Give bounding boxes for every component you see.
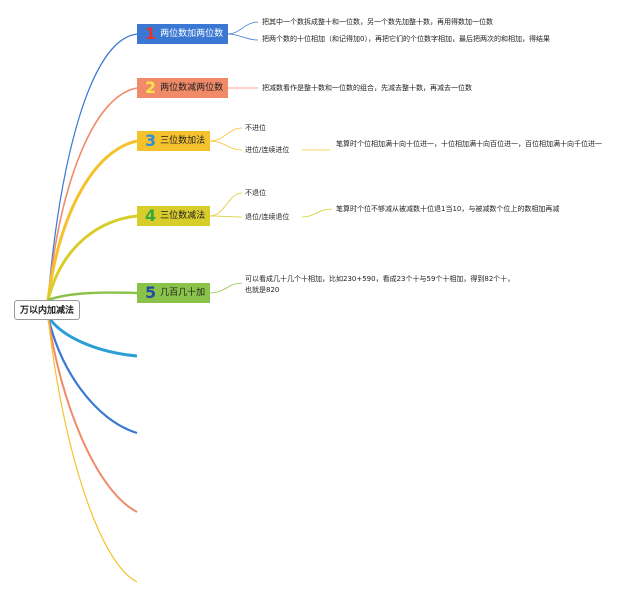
topic-1[interactable]: 1 两位数加两位数 bbox=[137, 24, 228, 44]
connector-1a bbox=[227, 21, 259, 35]
connector-3b bbox=[209, 140, 243, 151]
connector-4c bbox=[301, 208, 333, 218]
topic-2-title: 两位数减两位数 bbox=[160, 83, 224, 93]
topic-2-note-1: 把减数看作是整十数和一位数的组合，先减去整十数，再减去一位数 bbox=[262, 84, 472, 92]
topic-4-sub-2: 退位/连续退位 bbox=[245, 213, 290, 221]
topic-5-note-1: 可以看成几十几个十相加，比如230+590，看成23个十与59个十相加，得到82… bbox=[245, 275, 515, 294]
branch-line-4 bbox=[46, 214, 138, 301]
branch-line-7 bbox=[46, 315, 138, 435]
branch-line-8 bbox=[47, 315, 138, 513]
branch-line-9 bbox=[47, 315, 138, 583]
topic-3-number: 3 bbox=[145, 131, 157, 150]
topic-4[interactable]: 4 三位数减法 bbox=[137, 206, 210, 226]
topic-3-title: 三位数加法 bbox=[160, 136, 206, 146]
topic-4-sub-1: 不退位 bbox=[245, 189, 266, 197]
connector-3a bbox=[209, 127, 243, 142]
connector-4b bbox=[209, 215, 243, 218]
topic-4-title: 三位数减法 bbox=[160, 211, 206, 221]
topic-1-note-2: 把两个数的十位相加（和记得加0），再把它们的个位数字相加，最后把两次的和相加，得… bbox=[262, 35, 550, 43]
topic-3-sub-2-note: 笔算时个位相加满十向十位进一，十位相加满十向百位进一，百位相加满十向千位进一 bbox=[336, 140, 602, 148]
topic-4-number: 4 bbox=[145, 206, 157, 225]
topic-1-number: 1 bbox=[145, 24, 157, 43]
branch-line-5 bbox=[47, 291, 138, 302]
topic-4-sub-2-note: 笔算时个位不够减从被减数十位退1当10，与被减数个位上的数相加再减 bbox=[336, 205, 560, 213]
branch-line-3 bbox=[46, 139, 138, 301]
topic-2[interactable]: 2 两位数减两位数 bbox=[137, 78, 228, 98]
connector-1b bbox=[227, 33, 259, 41]
topic-5[interactable]: 5 几百几十加 bbox=[137, 283, 210, 303]
topic-5-number: 5 bbox=[145, 283, 157, 302]
topic-1-title: 两位数加两位数 bbox=[160, 29, 224, 39]
topic-5-title: 几百几十加 bbox=[160, 288, 206, 298]
root-topic[interactable]: 万以内加减法 bbox=[14, 300, 80, 320]
topic-3-sub-2: 进位/连续进位 bbox=[245, 146, 290, 154]
topic-2-number: 2 bbox=[145, 78, 157, 97]
topic-3[interactable]: 3 三位数加法 bbox=[137, 131, 210, 151]
branch-line-6 bbox=[46, 315, 138, 358]
branch-line-2 bbox=[47, 87, 138, 301]
branch-line-1 bbox=[47, 33, 138, 301]
connector-5 bbox=[209, 282, 243, 294]
topic-1-note-1: 把其中一个数拆成整十和一位数，另一个数先加整十数，再用得数加一位数 bbox=[262, 18, 493, 26]
topic-3-sub-1: 不进位 bbox=[245, 124, 266, 132]
connector-4a bbox=[209, 192, 243, 217]
